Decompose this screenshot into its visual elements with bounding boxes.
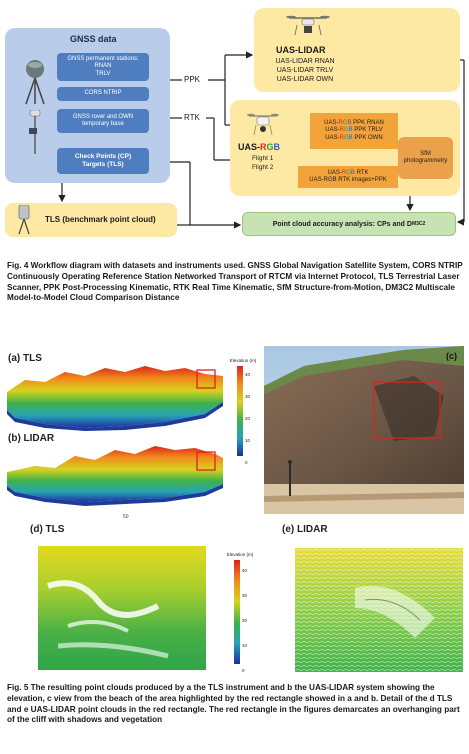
gnss-title: GNSS data <box>70 34 117 44</box>
uas-rgb-title: UAS-RGB <box>238 142 281 152</box>
tls-panel <box>5 203 177 237</box>
elev-legend-title: Elevation (m) <box>229 358 257 363</box>
elev-legend-d-bar <box>234 560 240 664</box>
gnss-rover-icon <box>29 110 41 154</box>
elev-legend-ticks: 40 30 20 10 0 <box>245 372 251 465</box>
checkpoints-box: Check Points (CP) Targets (TLS) <box>57 148 149 174</box>
rtk-label: RTK <box>184 113 200 122</box>
accuracy-box: Point cloud accuracy analysis: CPs and D… <box>242 212 456 236</box>
rgb-drone-icon <box>247 113 279 136</box>
elev-legend-d-ticks: 40 30 20 10 0 <box>242 568 248 673</box>
ppk-label: PPK <box>184 75 201 84</box>
gnss-rover-box: GNSS rover and OWN temporary base <box>57 109 149 133</box>
flight1-label: Flight 1 <box>252 155 274 162</box>
lidar-point-cloud-b: 50 <box>7 446 223 520</box>
flight2-label: Flight 2 <box>252 164 274 171</box>
elev-legend-d: Elevation (m) 40 30 20 10 0 <box>222 552 258 673</box>
uas-lidar-list: UAS-LIDAR RNAN UAS-LIDAR TRLV UAS-LIDAR … <box>275 58 335 83</box>
tls-scanner-icon <box>18 205 30 235</box>
sfm-box: SfM photogrammetry <box>398 137 453 179</box>
label-e: (e) LIDAR <box>282 524 328 535</box>
tls-label: TLS (benchmark point cloud) <box>45 215 156 224</box>
scale-text: 50 <box>123 514 129 520</box>
caption-fig4: Fig. 4 Workflow diagram with datasets an… <box>7 261 463 303</box>
label-d: (d) TLS <box>30 524 65 535</box>
elev-legend-ab: Elevation (m) 40 30 20 10 0 <box>225 358 261 465</box>
cors-box: CORS NTRIP <box>57 87 149 101</box>
gnss-permanent-box: GNSS permanent stations: RNAN TRLV <box>57 53 149 81</box>
tls-point-cloud-a <box>7 366 223 431</box>
label-a: (a) TLS <box>8 353 42 364</box>
tls-detail-d <box>38 546 206 670</box>
label-c: (c) <box>446 351 457 361</box>
gnss-antenna-icon <box>25 60 45 105</box>
elev-legend-bar <box>237 366 243 456</box>
ppk-box: UAS-RGB PPK RNAN UAS-RGB PPK TRLV UAS-RG… <box>310 113 398 149</box>
label-b: (b) LIDAR <box>8 433 55 444</box>
rtk-box: UAS-RGB RTK UAS-RGB RTK images+PPK <box>298 166 398 188</box>
drone-icon <box>286 15 330 36</box>
fig4-diagram: GNSS data GNSS permanent stations: RNAN … <box>0 0 469 255</box>
uas-lidar-panel <box>254 8 460 92</box>
uas-lidar-title: UAS-LIDAR <box>276 45 326 55</box>
elev-legend-d-title: Elevation (m) <box>226 552 254 557</box>
caption-fig5: Fig. 5 The resulting point clouds produc… <box>7 683 460 725</box>
lidar-detail-e <box>295 548 463 672</box>
beach-cliff-photo: (c) <box>264 346 464 514</box>
